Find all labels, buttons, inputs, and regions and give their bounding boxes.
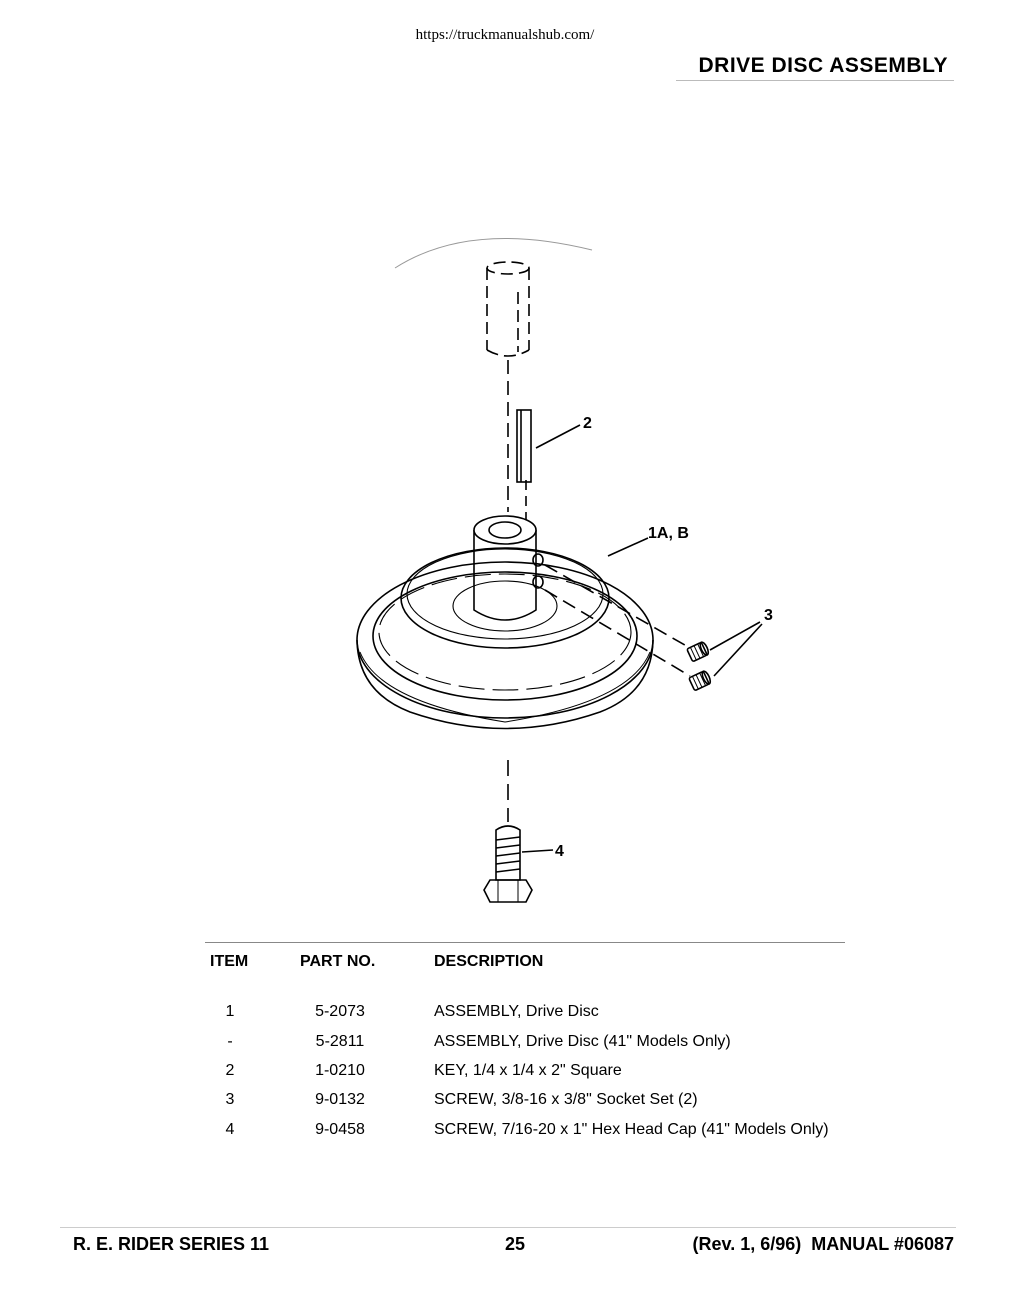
set-screws [686,641,712,691]
row-description: ASSEMBLY, Drive Disc [434,1003,599,1020]
table-top-rule [205,942,845,943]
table-row: 1 5-2073 ASSEMBLY, Drive Disc [0,1003,1010,1033]
key-part [516,409,532,483]
table-row: 4 9-0458 SCREW, 7/16-20 x 1" Hex Head Ca… [0,1121,1010,1151]
footer-series: R. E. RIDER SERIES 11 [73,1234,270,1254]
row-description: KEY, 1/4 x 1/4 x 2" Square [434,1062,622,1079]
row-part-no: 5-2073 [315,1003,365,1020]
row-item: - [227,1033,233,1050]
drive-disc [356,515,654,730]
page-number: 25 [505,1234,526,1254]
source-url[interactable]: https://truckmanualshub.com/ [415,27,595,43]
row-description: SCREW, 3/8-16 x 3/8" Socket Set (2) [434,1091,698,1108]
table-row: 3 9-0132 SCREW, 3/8-16 x 3/8" Socket Set… [0,1091,1010,1121]
table-row: - 5-2811 ASSEMBLY, Drive Disc (41" Model… [0,1033,1010,1063]
row-part-no: 1-0210 [315,1062,365,1079]
screw-path-1 [544,564,691,649]
row-item: 3 [225,1091,235,1108]
footer-rule [60,1227,956,1228]
row-description: SCREW, 7/16-20 x 1" Hex Head Cap (41" Mo… [434,1121,829,1138]
leader-3a [709,621,761,651]
hex-head-screw [483,825,533,903]
leader-4 [521,849,554,853]
leader-3b [713,623,763,677]
header-part-no: PART NO. [300,953,376,970]
callout-1ab: 1A, B [648,525,689,542]
callout-2: 2 [583,415,592,432]
footer-manual: (Rev. 1, 6/96) MANUAL #06087 [692,1234,954,1254]
callout-3: 3 [764,607,773,624]
page-title: DRIVE DISC ASSEMBLY [698,54,948,77]
row-item: 2 [225,1062,235,1079]
row-description: ASSEMBLY, Drive Disc (41" Models Only) [434,1033,731,1050]
callout-4: 4 [555,843,564,860]
row-part-no: 9-0458 [315,1121,365,1138]
row-part-no: 5-2811 [315,1033,365,1050]
screw-path-2 [544,589,691,677]
header-item: ITEM [210,953,249,970]
header-description: DESCRIPTION [434,953,544,970]
title-underline [676,80,954,81]
row-part-no: 9-0132 [315,1091,365,1108]
row-item: 1 [225,1003,235,1020]
leader-1 [607,537,649,557]
table-row: 2 1-0210 KEY, 1/4 x 1/4 x 2" Square [0,1062,1010,1092]
shaft-phantom [486,261,530,357]
faint-arc [394,237,593,269]
leader-2 [535,424,581,449]
row-item: 4 [225,1121,235,1138]
